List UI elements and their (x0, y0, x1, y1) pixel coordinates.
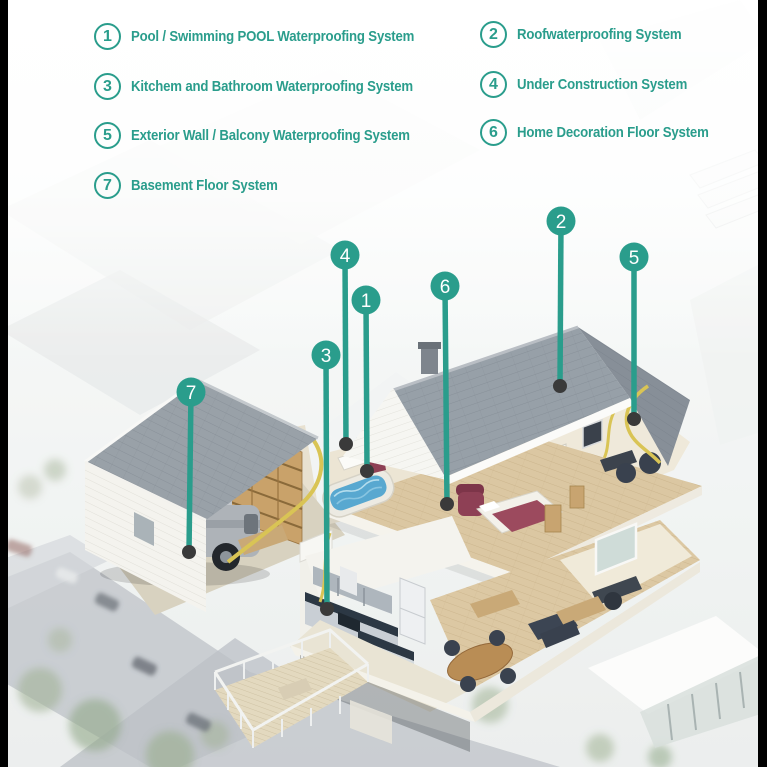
ground-office (540, 522, 692, 648)
deck-table (278, 678, 312, 700)
legend-item-pool: 1 Pool / Swimming POOL Waterproofing Sys… (94, 23, 453, 50)
garage-cut-edge (226, 436, 324, 564)
hot-tub-pool (322, 468, 395, 518)
upper-floor-furniture (322, 444, 661, 534)
legend-item-basement: 7 Basement Floor System (94, 172, 298, 199)
marker-number: 2 (556, 212, 567, 233)
right-black-bar (758, 0, 767, 767)
bed (476, 490, 563, 534)
office-chair (604, 592, 622, 610)
legend-number-badge: 3 (94, 73, 121, 100)
main-house (213, 325, 702, 752)
garage-cabinet (238, 525, 288, 555)
marker-2: 2 (546, 206, 576, 393)
range-hood (340, 566, 357, 596)
legend-item-under-construction: 4 Under Construction System (480, 71, 710, 98)
kitchen-island (358, 630, 414, 661)
glass-building (588, 616, 767, 748)
ground-floor (290, 516, 700, 722)
legend-item-label: Kitchem and Bathroom Waterproofing Syste… (131, 78, 413, 95)
legend-number-badge: 5 (94, 122, 121, 149)
legend-item-label: Exterior Wall / Balcony Waterproofing Sy… (131, 127, 410, 144)
stove (338, 612, 360, 633)
parked-cars (5, 539, 212, 732)
fridge (399, 577, 426, 645)
marker-4: 4 (330, 240, 360, 451)
media-cabinet (470, 590, 520, 618)
garage-roof (84, 378, 319, 522)
legend-number-badge: 1 (94, 23, 121, 50)
legend-item-label: Under Construction System (517, 76, 688, 93)
marker-number: 4 (340, 246, 351, 267)
legend: 1 Pool / Swimming POOL Waterproofing Sys… (0, 0, 767, 220)
dining-table (447, 642, 513, 682)
marker-7: 7 (176, 377, 206, 559)
legend-item-label: Pool / Swimming POOL Waterproofing Syste… (131, 28, 415, 45)
garage-front-wall (85, 462, 206, 612)
marker-5: 5 (619, 242, 649, 426)
legend-item-label: Home Decoration Floor System (517, 124, 709, 141)
left-black-bar (0, 0, 8, 767)
legend-number-badge: 2 (480, 21, 507, 48)
wall-tv (582, 418, 603, 450)
marker-number: 6 (440, 277, 451, 298)
legend-number-badge: 6 (480, 119, 507, 146)
window (594, 522, 638, 576)
marker-number: 3 (321, 346, 332, 367)
legend-item-exterior-wall: 5 Exterior Wall / Balcony Waterproofing … (94, 122, 448, 149)
marker-number: 7 (186, 383, 197, 404)
legend-item-home-decoration: 6 Home Decoration Floor System (480, 119, 735, 146)
legend-number-badge: 4 (480, 71, 507, 98)
callout-markers: 4 1 6 3 (176, 206, 649, 616)
dresser (544, 504, 562, 533)
legend-item-kitchen-bathroom: 3 Kitchem and Bathroom Waterproofing Sys… (94, 73, 451, 100)
marker-6: 6 (430, 271, 460, 511)
office-desk (592, 576, 642, 605)
legend-item-label: Basement Floor System (131, 177, 278, 194)
marker-number: 1 (361, 291, 372, 312)
chimney (418, 342, 441, 374)
garage-building (84, 378, 345, 615)
marker-3: 3 (311, 340, 341, 616)
legend-item-label: Roofwaterproofing System (517, 26, 682, 43)
legend-number-badge: 7 (94, 172, 121, 199)
legend-item-roof: 2 Roofwaterproofing System (480, 21, 704, 48)
marker-number: 5 (629, 248, 640, 269)
marker-1: 1 (351, 285, 381, 478)
deck (213, 628, 370, 748)
